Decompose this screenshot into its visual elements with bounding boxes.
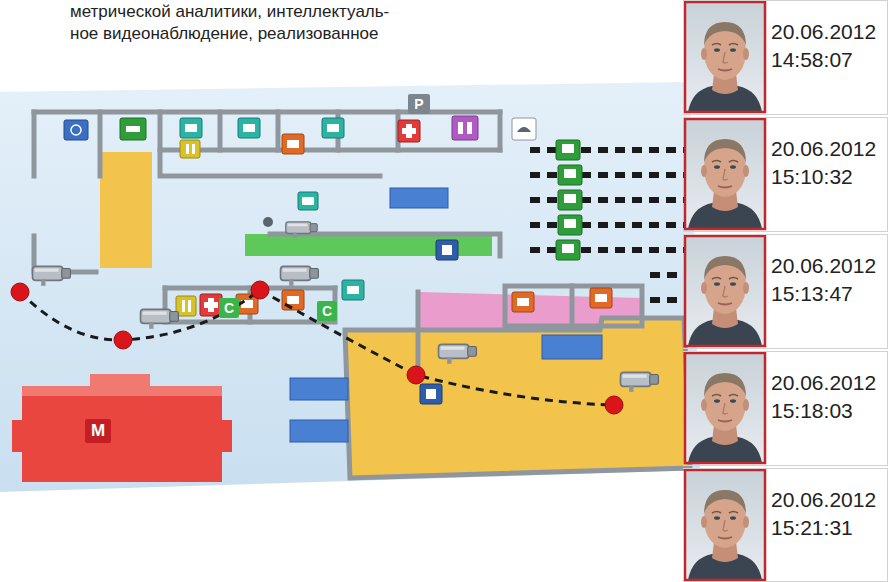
date-text: 20.06.2012 bbox=[771, 253, 876, 279]
face-photos bbox=[684, 2, 766, 580]
photo-card: 20.06.201215:13:47 bbox=[683, 234, 888, 349]
photo-card: 20.06.201215:21:31 bbox=[683, 468, 888, 582]
icon-letter: C bbox=[219, 298, 239, 318]
date-text: 20.06.2012 bbox=[771, 136, 876, 162]
date-text: 20.06.2012 bbox=[771, 19, 876, 45]
body-text-line: ное видеонаблюдение, реализованное bbox=[70, 24, 378, 44]
railway-tracks bbox=[530, 140, 690, 300]
floor-plate bbox=[0, 82, 700, 492]
walls bbox=[34, 112, 690, 478]
time-text: 15:21:31 bbox=[771, 515, 876, 541]
photo-card: 20.06.201215:10:32 bbox=[683, 117, 888, 232]
time-text: 14:58:07 bbox=[771, 47, 876, 73]
body-text-line: метрической аналитики, интеллектуаль- bbox=[70, 2, 389, 22]
route-line bbox=[20, 290, 614, 405]
cameras bbox=[33, 222, 659, 392]
icon-letter: C bbox=[317, 301, 337, 321]
floor-zones bbox=[12, 152, 690, 482]
service-icons bbox=[64, 116, 612, 404]
route-points bbox=[11, 281, 623, 414]
parking-sign: P bbox=[408, 94, 430, 114]
photo-card: 20.06.201214:58:07 bbox=[683, 0, 888, 115]
metro-sign: M bbox=[85, 419, 111, 443]
date-text: 20.06.2012 bbox=[771, 487, 876, 513]
photo-card: 20.06.201215:18:03 bbox=[683, 351, 888, 466]
time-text: 15:13:47 bbox=[771, 281, 876, 307]
time-text: 15:10:32 bbox=[771, 164, 876, 190]
date-text: 20.06.2012 bbox=[771, 370, 876, 396]
time-text: 15:18:03 bbox=[771, 398, 876, 424]
